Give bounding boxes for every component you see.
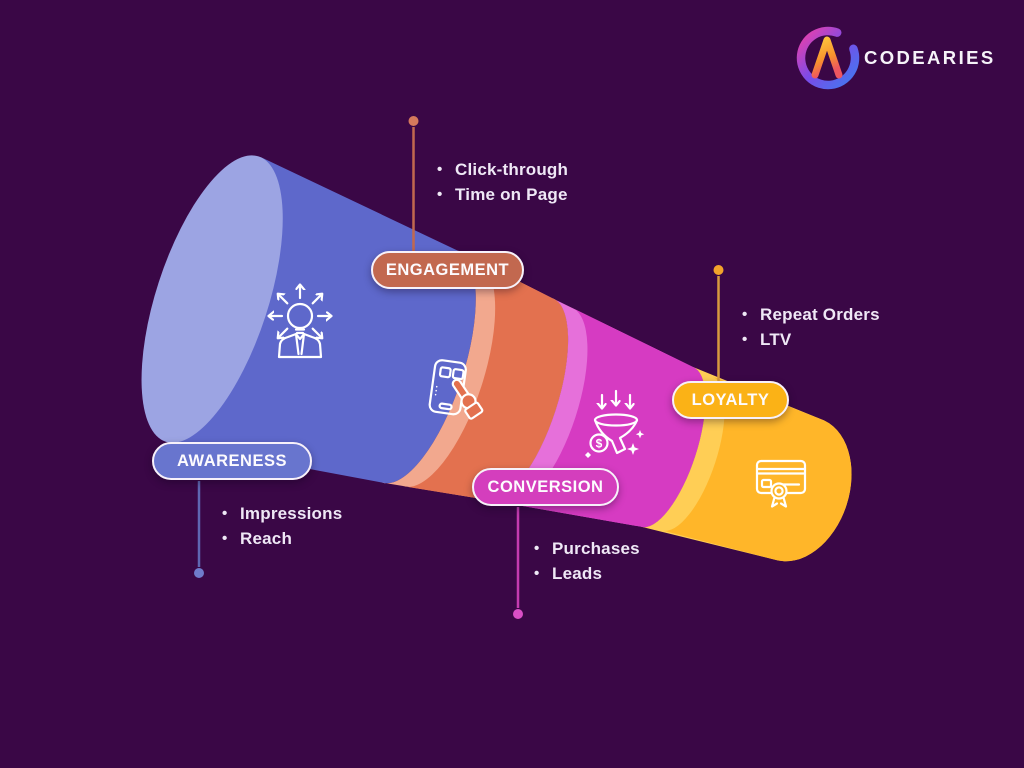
brand-name: CODEARIES: [864, 47, 996, 68]
metric-item: • Repeat Orders: [742, 302, 880, 327]
stage-pill-conversion: CONVERSION: [472, 468, 619, 506]
engagement-metrics: • Click-through • Time on Page: [437, 157, 568, 207]
idea-spread-icon: [269, 285, 331, 359]
awareness-connector-dot: [194, 568, 204, 578]
stage-pill-loyalty: LOYALTY: [672, 381, 789, 419]
metric-label: Purchases: [552, 538, 640, 558]
stage-pill-engagement: ENGAGEMENT: [371, 251, 524, 289]
dollar-sign: $: [596, 437, 603, 451]
stage-label-awareness: AWARENESS: [177, 451, 287, 470]
stage-label-conversion: CONVERSION: [487, 477, 604, 496]
bullet-dot: •: [222, 505, 228, 522]
metric-label: LTV: [760, 329, 792, 349]
bullet-dot: •: [534, 540, 540, 557]
bullet-dot: •: [742, 306, 748, 323]
stage-pill-awareness: AWARENESS: [152, 442, 312, 480]
bullet-dot: •: [534, 565, 540, 582]
metric-label: Repeat Orders: [760, 304, 880, 324]
loyalty-card-icon: [755, 459, 807, 508]
tap-phone-icon: [428, 359, 484, 420]
metric-item: • Click-through: [437, 157, 568, 182]
awareness-metrics: • Impressions • Reach: [222, 501, 342, 551]
metric-label: Click-through: [455, 159, 569, 179]
funnel-money-icon: $: [585, 389, 645, 458]
stage-label-loyalty: LOYALTY: [691, 390, 770, 409]
metric-item: • Reach: [222, 526, 342, 551]
awareness-funnel-opening: [141, 155, 283, 443]
metric-item: • Purchases: [534, 536, 640, 561]
metric-item: • Impressions: [222, 501, 342, 526]
metric-item: • Leads: [534, 561, 640, 586]
loyalty-metrics: • Repeat Orders • LTV: [742, 302, 880, 352]
loyalty-connector-dot: [713, 265, 724, 275]
stage-label-engagement: ENGAGEMENT: [385, 260, 510, 279]
metric-item: • LTV: [742, 327, 880, 352]
engagement-segment: [402, 259, 569, 501]
metric-label: Impressions: [240, 503, 343, 523]
metric-label: Reach: [240, 528, 293, 548]
metric-label: Leads: [552, 563, 603, 583]
engagement-connector-dot: [408, 116, 419, 126]
metric-item: • Time on Page: [437, 182, 568, 207]
metric-label: Time on Page: [455, 184, 568, 204]
bullet-dot: •: [222, 530, 228, 547]
conversion-metrics: • Purchases • Leads: [534, 536, 640, 586]
codearies-ring-a-logo: [796, 26, 860, 90]
bullet-dot: •: [437, 161, 443, 178]
conversion-connector-dot: [513, 609, 523, 619]
bullet-dot: •: [437, 186, 443, 203]
bullet-dot: •: [742, 331, 748, 348]
connectors: [194, 116, 724, 619]
